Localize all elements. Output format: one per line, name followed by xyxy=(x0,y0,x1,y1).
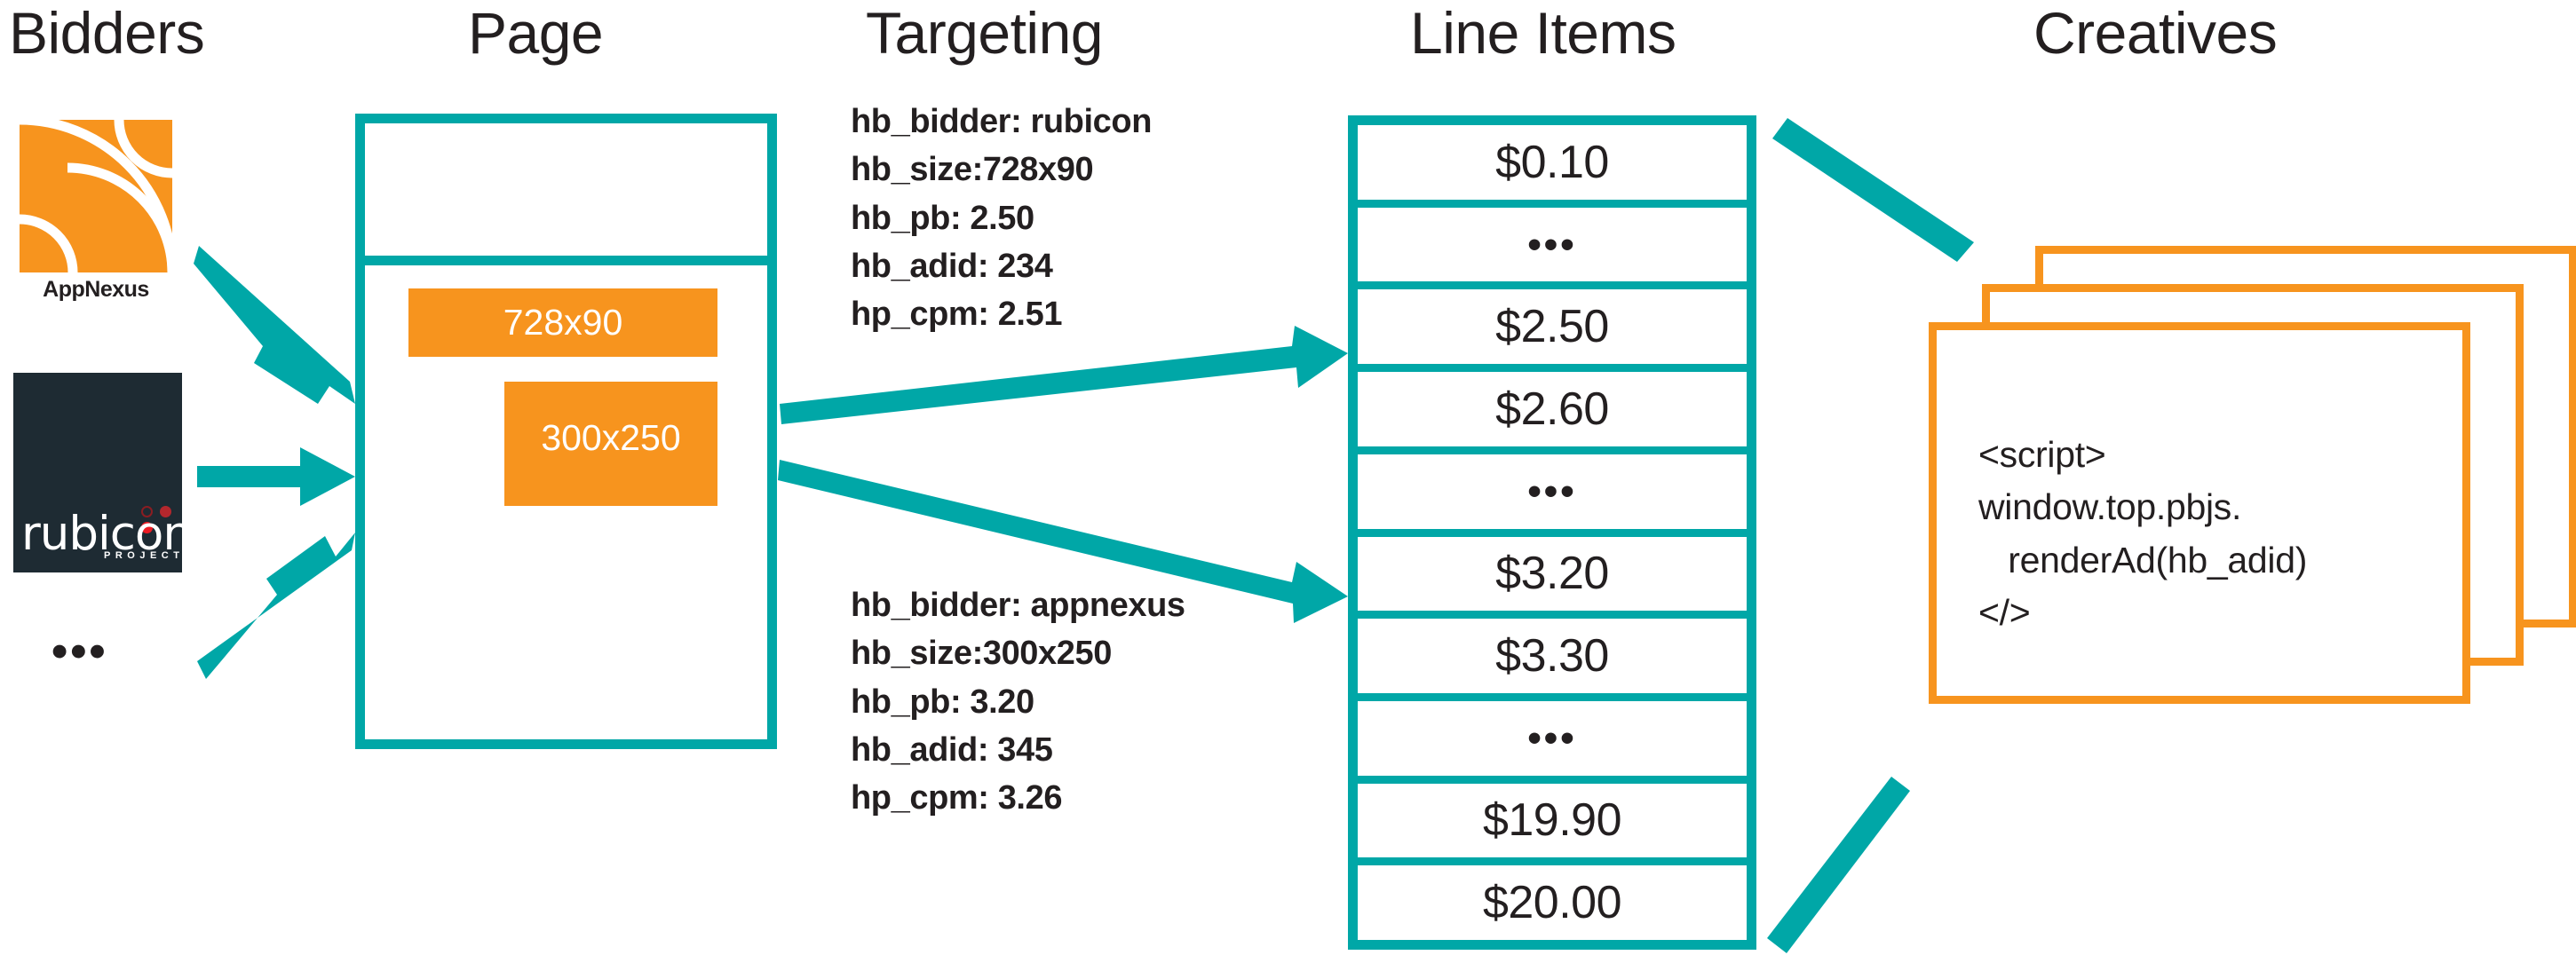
line-item-row[interactable]: $2.50 xyxy=(1358,289,1747,373)
line-item-row[interactable]: $3.30 xyxy=(1358,619,1747,701)
page-header-divider xyxy=(355,256,777,265)
line-item-row: ••• xyxy=(1358,701,1747,784)
line-item-row[interactable]: $3.20 xyxy=(1358,537,1747,620)
arrow-more-bidders-to-page xyxy=(197,533,355,679)
targeting-keys-appnexus: hb_bidder: appnexus hb_size:300x250 hb_p… xyxy=(851,587,1185,817)
rubicon-logo-icon: rubicon PROJECT xyxy=(13,373,193,572)
appnexus-logo-icon xyxy=(19,114,178,273)
line-item-row: ••• xyxy=(1358,454,1747,537)
line-item-row: ••• xyxy=(1358,208,1747,290)
ad-slot-300x250[interactable]: 300x250 xyxy=(504,382,717,506)
line-item-row[interactable]: $19.90 xyxy=(1358,784,1747,866)
rubicon-logo-subtitle: PROJECT xyxy=(104,550,185,561)
creative-code-snippet: <script> window.top.pbjs. renderAd(hb_ad… xyxy=(1978,434,2308,634)
arrow-rubicon-to-page xyxy=(197,447,355,506)
rubicon-dot-3-icon xyxy=(141,522,153,534)
column-heading-bidders: Bidders xyxy=(9,0,205,66)
appnexus-logo-label: AppNexus xyxy=(43,277,149,302)
line-item-row[interactable]: $20.00 xyxy=(1482,877,1622,929)
column-heading-targeting: Targeting xyxy=(866,0,1104,66)
column-heading-line-items: Line Items xyxy=(1410,0,1676,66)
ad-slot-728x90[interactable]: 728x90 xyxy=(408,288,717,357)
column-heading-page: Page xyxy=(468,0,604,66)
creative-card-front[interactable] xyxy=(1929,322,2470,704)
bidders-more-ellipsis: ••• xyxy=(52,626,108,677)
line-items-table: $0.10 ••• $2.50 $2.60 ••• $3.20 $3.30 ••… xyxy=(1348,115,1756,950)
line-item-row[interactable]: $2.60 xyxy=(1358,372,1747,454)
targeting-keys-rubicon: hb_bidder: rubicon hb_size:728x90 hb_pb:… xyxy=(851,103,1153,334)
arrow-page-to-lineitem-250 xyxy=(780,326,1348,424)
rubicon-logo-wordmark: rubicon xyxy=(21,507,193,561)
arrow-appnexus-to-page xyxy=(194,246,355,404)
connector-lineitems-to-creatives-top xyxy=(1772,118,1974,262)
rubicon-dot-2-icon xyxy=(160,506,172,518)
line-item-row[interactable]: $0.10 xyxy=(1358,125,1747,208)
column-heading-creatives: Creatives xyxy=(2033,0,2278,66)
rubicon-dot-1-icon xyxy=(141,506,153,518)
rubicon-dots-icon xyxy=(138,504,182,536)
connector-lineitems-to-creatives-bottom xyxy=(1767,777,1910,953)
